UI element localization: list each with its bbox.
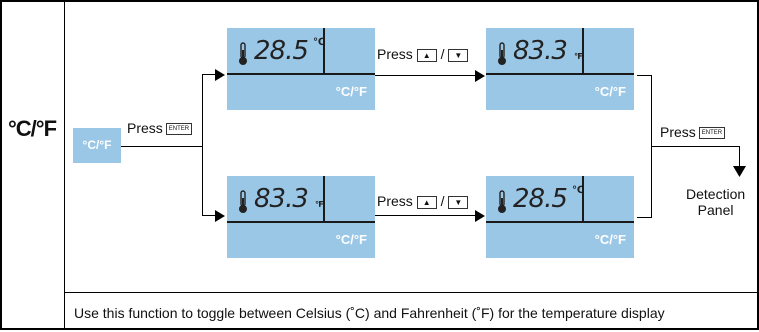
connector (202, 74, 220, 75)
table-bottom-border (0, 328, 759, 330)
press-word: Press (660, 124, 696, 140)
lcd-divider (227, 73, 375, 75)
connector (739, 146, 740, 168)
lcd-mode-label: °C/°F (594, 84, 626, 99)
thermometer-icon (498, 42, 506, 65)
lcd-mode-label: °C/°F (594, 232, 626, 247)
row-label: °C/°F (7, 116, 57, 141)
lcd-divider (323, 28, 325, 74)
column-divider (64, 0, 65, 330)
up-key-icon: ▲ (416, 195, 437, 209)
table-right-border (757, 0, 759, 330)
connector (637, 75, 652, 76)
connector (202, 215, 220, 216)
lcd-divider (486, 221, 634, 223)
enter-key-icon: ENTER (165, 123, 193, 136)
up-key-icon: ▲ (416, 48, 437, 62)
arrow-down-icon (733, 166, 746, 177)
arrow-right-icon (215, 69, 225, 81)
press-word: Press (377, 193, 413, 209)
temperature-value: 83.3 (254, 184, 309, 214)
destination-line-2: Panel (697, 202, 734, 218)
lcd-panel-celsius: 28.5 ℃ °C/°F (227, 28, 375, 110)
connector (637, 217, 652, 218)
arrow-right-icon (475, 210, 485, 222)
unit-toggle-button: °C/°F (73, 128, 121, 163)
press-word: Press (127, 120, 163, 136)
enter-key-icon: ENTER (698, 127, 726, 140)
temperature-value: 28.5 (513, 184, 568, 214)
lcd-divider (582, 28, 584, 74)
unit-indicator: ℃ (572, 185, 585, 196)
lcd-panel-celsius: 28.5 ℃ °C/°F (486, 176, 634, 258)
thermometer-icon (498, 190, 506, 213)
temperature-value: 28.5 (254, 36, 309, 66)
connector (651, 146, 740, 147)
arrow-right-icon (215, 210, 225, 222)
press-updown-instruction: Press ▲ / ▼ (377, 193, 469, 209)
unit-indicator: ℉ (574, 52, 583, 61)
lcd-divider (323, 176, 325, 222)
lcd-mode-label: °C/°F (335, 232, 367, 247)
temperature-value: 83.3 (513, 36, 568, 66)
lcd-panel-fahrenheit: 83.3 ℉ °C/°F (486, 28, 634, 110)
thermometer-icon (239, 42, 247, 65)
connector (202, 74, 203, 216)
table-left-border (0, 0, 2, 330)
lcd-divider (486, 73, 634, 75)
arrow-right-icon (475, 70, 485, 82)
down-key-icon: ▼ (448, 195, 469, 209)
unit-indicator: ℉ (315, 200, 324, 209)
press-updown-instruction: Press ▲ / ▼ (377, 46, 469, 62)
detection-panel-label: Detection Panel (686, 186, 745, 218)
down-key-icon: ▼ (448, 48, 469, 62)
destination-line-1: Detection (686, 186, 746, 202)
press-word: Press (377, 46, 413, 62)
connector (121, 146, 203, 147)
lcd-mode-label: °C/°F (335, 84, 367, 99)
unit-toggle-label: °C/°F (82, 138, 112, 152)
lcd-divider (227, 221, 375, 223)
lcd-divider (582, 176, 584, 222)
unit-indicator: ℃ (313, 37, 326, 48)
lcd-panel-fahrenheit: 83.3 ℉ °C/°F (227, 176, 375, 258)
thermometer-icon (239, 190, 247, 213)
function-description: Use this function to toggle between Cels… (74, 305, 665, 321)
connector (375, 75, 477, 76)
description-row-divider (64, 292, 759, 293)
connector (375, 215, 477, 216)
table-top-border (0, 0, 759, 2)
key-separator: / (440, 193, 445, 209)
key-separator: / (440, 46, 445, 62)
